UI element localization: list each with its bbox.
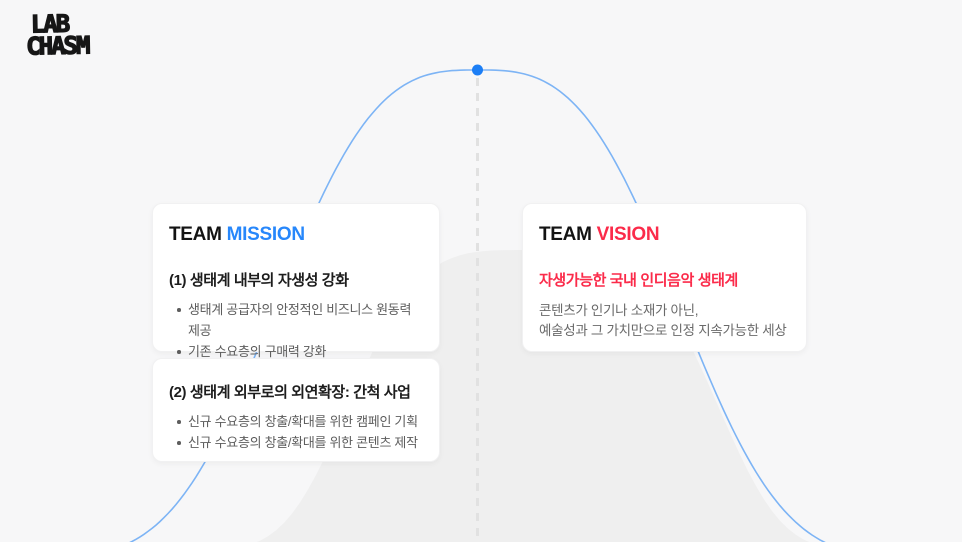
vision-heading: 자생가능한 국내 인디음악 생태계	[539, 272, 738, 289]
vision-body-line: 콘텐츠가 인기나 소재가 아닌,	[539, 303, 699, 318]
brand-logo: LAB CHASM	[25, 9, 89, 61]
brand-logo-line2: CHASM	[25, 31, 89, 61]
mission-section-2-bullets: 신규 수요층의 창출/확대를 위한 캠페인 기획 신규 수요층의 창출/확대를 …	[168, 411, 424, 453]
curve-peak-dot	[472, 64, 483, 76]
bullet-item: 신규 수요층의 창출/확대를 위한 콘텐츠 제작	[168, 432, 424, 453]
team-mission-card-2: (2) 생태계 외부로의 외연확장: 간척 사업 신규 수요층의 창출/확대를 …	[152, 358, 440, 462]
bullet-item: 생태계 공급자의 안정적인 비즈니스 원동력 제공	[168, 299, 424, 341]
bullet-item: 신규 수요층의 창출/확대를 위한 캠페인 기획	[168, 411, 424, 432]
mission-title-accent: MISSION	[226, 224, 305, 245]
vision-title-prefix: TEAM	[539, 224, 592, 245]
mission-section-1-heading: (1) 생태계 내부의 자생성 강화	[169, 272, 349, 289]
vision-body-line: 예술성과 그 가치만으로 인정 지속가능한 세상	[539, 323, 787, 338]
vision-body: 콘텐츠가 인기나 소재가 아닌, 예술성과 그 가치만으로 인정 지속가능한 세…	[539, 301, 791, 341]
mission-section-1-bullets: 생태계 공급자의 안정적인 비즈니스 원동력 제공 기존 수요층의 구매력 강화	[168, 299, 424, 362]
vision-title-accent: VISION	[596, 224, 660, 245]
mission-title-prefix: TEAM	[169, 224, 222, 245]
mission-section-2-heading: (2) 생태계 외부로의 외연확장: 간척 사업	[169, 384, 411, 401]
bullet-item: 기존 수요층의 구매력 강화	[168, 341, 424, 362]
